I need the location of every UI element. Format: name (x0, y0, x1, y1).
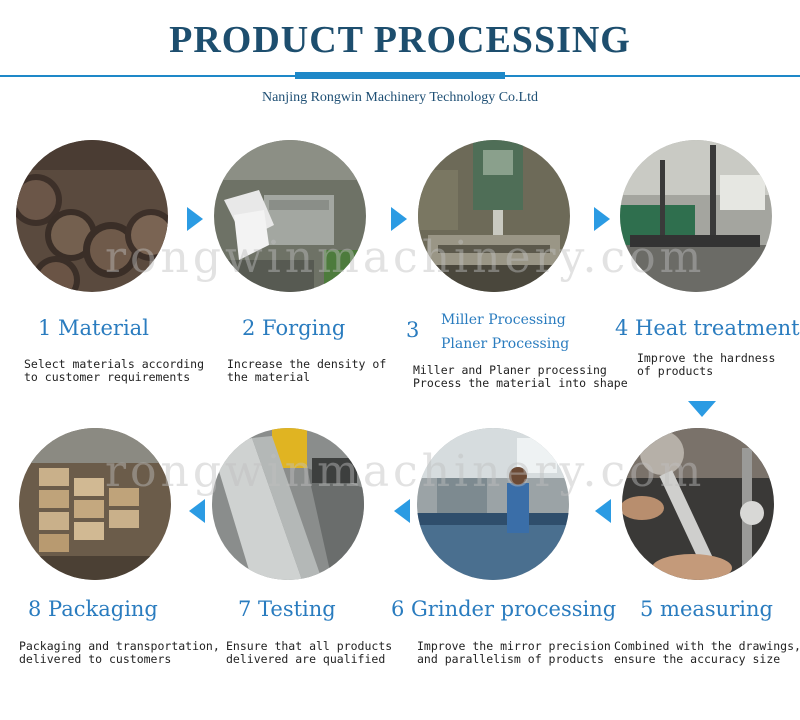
step-3-desc-line1: Miller and Planer processing (413, 363, 607, 377)
arrow-right-icon (391, 207, 407, 231)
step-5-title: 5 measuring (640, 597, 773, 621)
step-3-subtitle-1: Miller Processing (441, 312, 566, 328)
step-7-desc-line1: Ensure that all products (226, 639, 393, 653)
header-divider-accent (295, 72, 505, 79)
step-4-desc-line2: of products (637, 364, 714, 378)
page-title: PRODUCT PROCESSING (169, 19, 631, 61)
measuring-photo (622, 428, 774, 580)
step-2-title: 2 Forging (242, 316, 346, 340)
step-3-number: 3 (406, 318, 420, 342)
packaging-photo (19, 428, 171, 580)
step-1-desc-line2: to customer requirements (24, 370, 191, 384)
step-2-desc-line2: the material (227, 370, 311, 384)
step-1-title: 1 Material (38, 316, 149, 340)
step-3-subtitle-2: Planer Processing (441, 336, 570, 352)
forging-photo (214, 140, 366, 292)
material-photo (16, 140, 168, 292)
step-7-title: 7 Testing (238, 597, 336, 621)
step-1-desc-line1: Select materials according (24, 357, 205, 371)
milling-photo (418, 140, 570, 292)
step-4-desc-line1: Improve the hardness (637, 351, 776, 365)
arrow-left-icon (595, 499, 611, 523)
watermark-text: rongwinmachinery.com (105, 446, 706, 497)
step-5-desc-line1: Combined with the drawings, (614, 639, 800, 653)
arrow-right-icon (187, 207, 203, 231)
arrow-right-icon (594, 207, 610, 231)
company-name: Nanjing Rongwin Machinery Technology Co.… (261, 90, 538, 105)
arrow-down-icon (688, 401, 716, 417)
arrow-left-icon (394, 499, 410, 523)
step-6-desc-line1: Improve the mirror precision (417, 639, 611, 653)
step-7-desc-line2: delivered are qualified (226, 652, 386, 666)
step-8-desc-line2: delivered to customers (19, 652, 172, 666)
step-4-title: 4 Heat treatment (615, 316, 800, 340)
step-2-desc-line1: Increase the density of (227, 357, 387, 371)
heat-treatment-photo (620, 140, 772, 292)
step-5-desc-line2: ensure the accuracy size (614, 652, 781, 666)
testing-photo (212, 428, 364, 580)
arrow-left-icon (189, 499, 205, 523)
step-8-title: 8 Packaging (28, 597, 158, 621)
step-6-desc-line2: and parallelism of products (417, 652, 604, 666)
step-6-title: 6 Grinder processing (391, 597, 617, 621)
grinder-photo (417, 428, 569, 580)
watermark-text: rongwinmachinery.com (105, 232, 706, 283)
step-3-desc-line2: Process the material into shape (413, 376, 628, 390)
step-8-desc-line1: Packaging and transportation, (19, 639, 220, 653)
